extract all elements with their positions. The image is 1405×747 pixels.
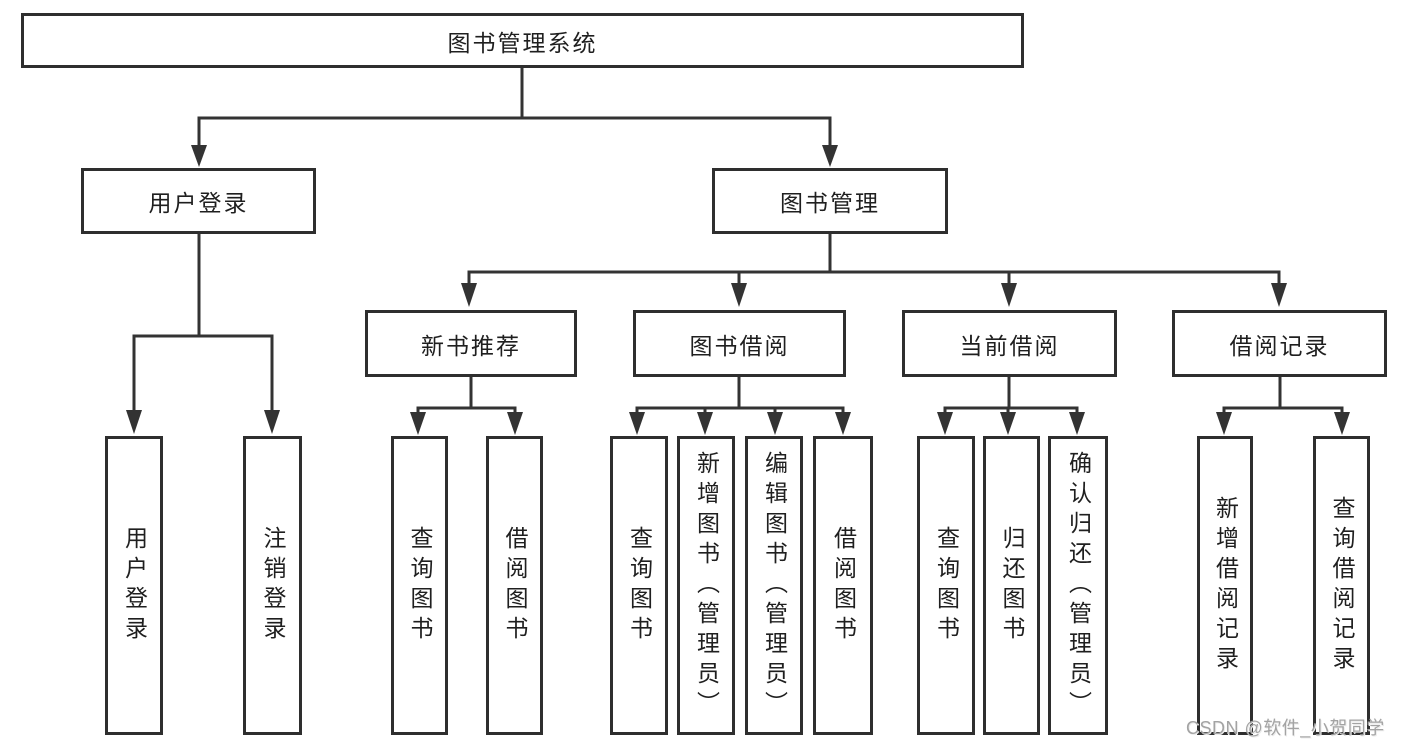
leaf-logout: 注销登录 (243, 436, 302, 735)
csdn-watermark: CSDN @软件_小贺同学 (1186, 718, 1385, 738)
leaf-query-borrow-record: 查询借阅记录 (1313, 436, 1370, 735)
leaf-return-book: 归还图书 (983, 436, 1040, 735)
leaf-query-book-borrowing: 查询图书 (610, 436, 668, 735)
leaf-add-borrow-record: 新增借阅记录 (1197, 436, 1253, 735)
leaf-borrow-book-borrowing: 借阅图书 (813, 436, 873, 735)
node-borrowing-records: 借阅记录 (1172, 310, 1387, 377)
leaf-query-book-recommend: 查询图书 (391, 436, 448, 735)
node-book-management: 图书管理 (712, 168, 948, 234)
leaf-borrow-book-recommend: 借阅图书 (486, 436, 543, 735)
node-current-borrowing: 当前借阅 (902, 310, 1117, 377)
leaf-add-book-admin: 新增图书（管理员） (677, 436, 735, 735)
node-user-login: 用户登录 (81, 168, 316, 234)
leaf-user-login: 用户登录 (105, 436, 163, 735)
leaf-query-book-current: 查询图书 (917, 436, 975, 735)
node-root-system: 图书管理系统 (21, 13, 1024, 68)
leaf-confirm-return-admin: 确认归还（管理员） (1048, 436, 1108, 735)
node-book-borrowing: 图书借阅 (633, 310, 846, 377)
node-new-book-recommend: 新书推荐 (365, 310, 577, 377)
leaf-edit-book-admin: 编辑图书（管理员） (745, 436, 803, 735)
